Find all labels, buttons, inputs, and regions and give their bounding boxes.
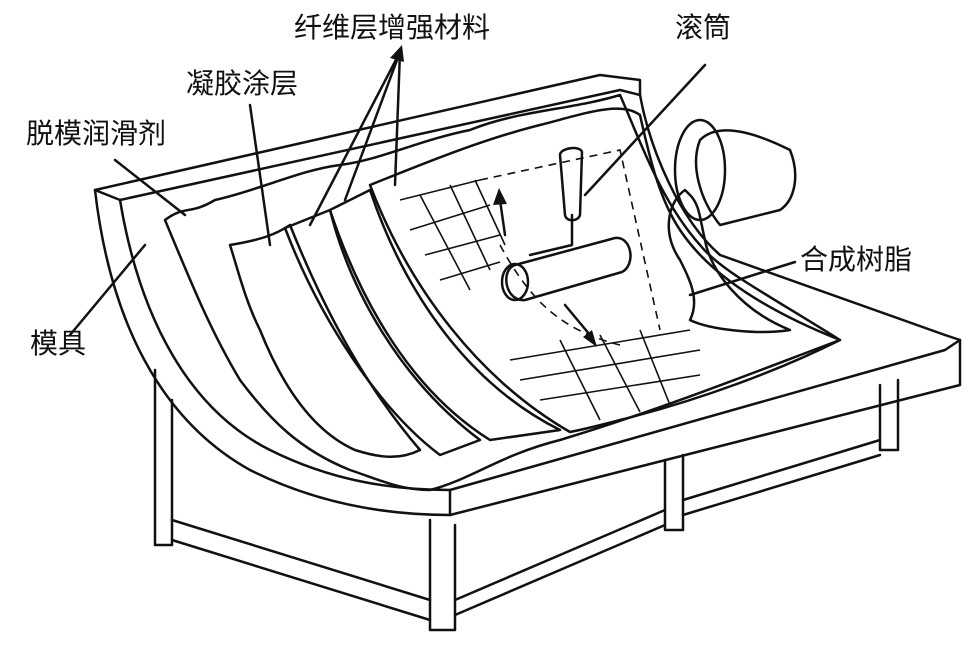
resin-container [667, 118, 797, 334]
fiber-mesh-layer [283, 208, 482, 457]
label-fiber-reinforcement: 纤维层增强材料 [294, 11, 491, 44]
label-roller: 滚筒 [675, 11, 732, 44]
label-synthetic-resin: 合成树脂 [800, 243, 913, 276]
fiber-sheet-grid [399, 149, 701, 421]
roller [500, 146, 632, 302]
label-gel-coat: 凝胶涂层 [186, 67, 299, 100]
fiber-cross-layer [328, 188, 562, 442]
fiber-sheet [368, 107, 842, 434]
label-mold: 模具 [30, 327, 87, 360]
direction-arrows [493, 188, 597, 347]
release-agent-layer [163, 93, 842, 492]
label-release-agent: 脱模润滑剂 [26, 117, 167, 150]
leader-lines [68, 45, 797, 337]
mold-stand [153, 368, 900, 632]
